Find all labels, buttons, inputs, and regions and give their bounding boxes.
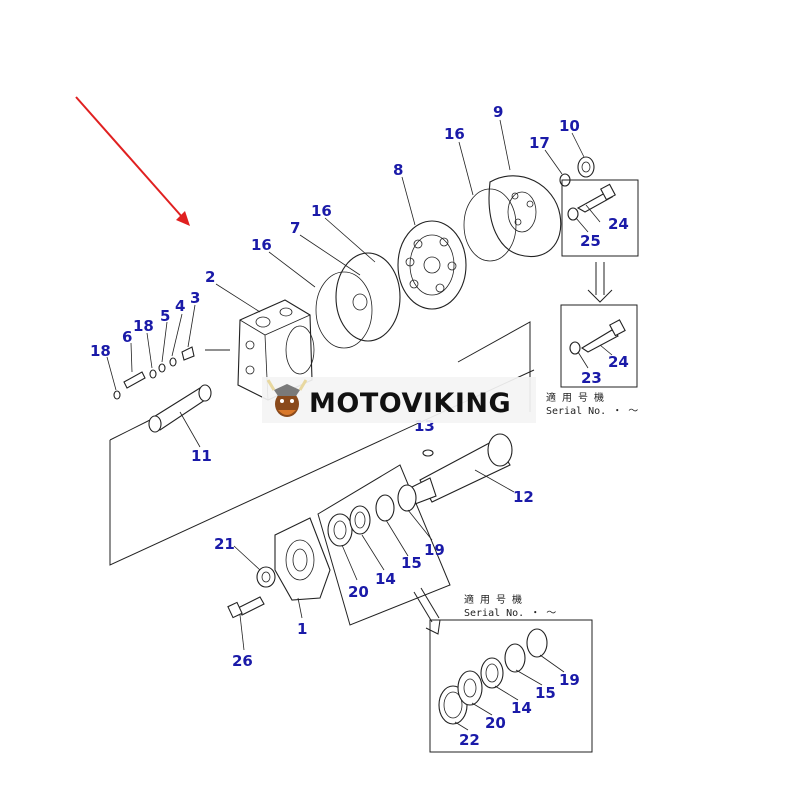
callout-19-inset: 19: [559, 671, 580, 689]
callout-22: 22: [459, 731, 480, 749]
serial-note-jp-1: 適 用 号 機: [546, 391, 604, 404]
watermark: MOTOVIKING: [262, 377, 536, 423]
callout-20: 20: [348, 583, 369, 601]
leader-lines: [106, 119, 613, 731]
part-16-ring-left: [315, 271, 373, 349]
part-26-bolt: [227, 596, 265, 619]
callout-3: 3: [190, 289, 200, 307]
callout-10: 10: [559, 117, 580, 135]
callout-18-lower: 18: [90, 342, 111, 360]
part-10-plug: [577, 156, 595, 178]
callout-12: 12: [513, 488, 534, 506]
callout-26: 26: [232, 652, 253, 670]
callout-14-inset: 14: [511, 699, 532, 717]
callout-25: 25: [580, 232, 601, 250]
callout-4: 4: [175, 297, 185, 315]
callout-24-upper: 24: [608, 215, 629, 233]
part-21-washer: [256, 566, 276, 588]
part-14-seal: [349, 505, 371, 535]
small-parts-group: [113, 346, 195, 400]
lower-assembly-frame: [317, 464, 451, 626]
callout-8: 8: [393, 161, 403, 179]
serial-note-jp-2: 適 用 号 機: [464, 593, 522, 606]
callout-1: 1: [297, 620, 307, 638]
callout-14: 14: [375, 570, 396, 588]
callout-15: 15: [401, 554, 422, 572]
part-7-plate: [335, 252, 401, 342]
part-19-ring: [397, 484, 417, 512]
part-1-flange: [274, 517, 331, 601]
diagonal-arrow-icon: [413, 587, 441, 635]
serial-note-en-1: Serial No. ・ ～: [546, 406, 638, 417]
callout-16-left: 16: [251, 236, 272, 254]
part-15-ring: [375, 494, 395, 522]
callout-17: 17: [529, 134, 550, 152]
callout-15-inset: 15: [535, 684, 556, 702]
callout-21: 21: [214, 535, 235, 553]
serial-note-en-2: Serial No. ・ ～: [464, 608, 556, 619]
part-13-key: [422, 449, 434, 457]
serial-notes: 適 用 号 機 Serial No. ・ ～ 適 用 号 機 Serial No…: [464, 391, 638, 619]
callout-24-lower: 24: [608, 353, 629, 371]
inset-box-lower: [429, 619, 593, 753]
part-9-cover: [488, 175, 562, 257]
callout-20-inset: 20: [485, 714, 506, 732]
viking-mascot-icon: [266, 379, 308, 417]
callout-16-right: 16: [444, 125, 465, 143]
callout-2: 2: [205, 268, 215, 286]
callout-19: 19: [424, 541, 445, 559]
part-12-output-shaft: [409, 433, 513, 505]
callout-9: 9: [493, 103, 503, 121]
callout-7: 7: [290, 219, 300, 237]
inset-box-23-24: [560, 304, 638, 388]
callout-16-middle: 16: [311, 202, 332, 220]
callout-5: 5: [160, 307, 170, 325]
part-11-drive-shaft: [148, 384, 212, 433]
inset-box-24-25: [561, 179, 639, 257]
callout-6: 6: [122, 328, 132, 346]
callout-11: 11: [191, 447, 212, 465]
part-20-bearing: [327, 513, 353, 547]
down-arrow-icon: [587, 262, 613, 303]
callout-23: 23: [581, 369, 602, 387]
watermark-text: MOTOVIKING: [309, 388, 511, 419]
callout-labels: 2 3 4 5 6 18 18 16 7 16 8 16 9 10 17 24 …: [90, 103, 629, 749]
part-16-ring-right: [463, 188, 517, 262]
red-arrow-icon: [75, 96, 190, 226]
part-8-gerotor: [397, 220, 467, 310]
callout-18-upper: 18: [133, 317, 154, 335]
